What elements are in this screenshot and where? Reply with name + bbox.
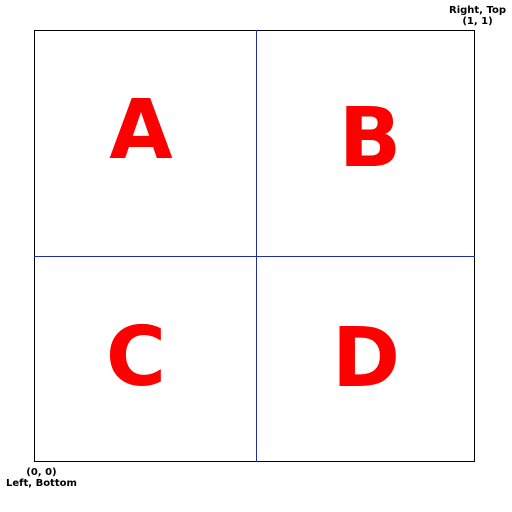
quadrant-label-bottom-right: D [331,311,401,406]
corner-top-right-text: Right, Top [449,5,506,16]
horizontal-divider [34,256,475,257]
corner-bottom-left-coord: (0, 0) [26,467,57,478]
corner-label-top-right: Right, Top (1, 1) [449,5,506,27]
corner-top-right-coord: (1, 1) [462,16,493,27]
vertical-divider [256,30,257,462]
corner-bottom-left-text: Left, Bottom [6,478,77,489]
quadrant-label-bottom-left: C [105,310,167,405]
quadrant-frame [34,30,475,462]
quadrant-label-top-right: B [338,91,402,186]
corner-label-bottom-left: (0, 0) Left, Bottom [6,467,77,489]
quadrant-label-top-left: A [109,83,173,178]
